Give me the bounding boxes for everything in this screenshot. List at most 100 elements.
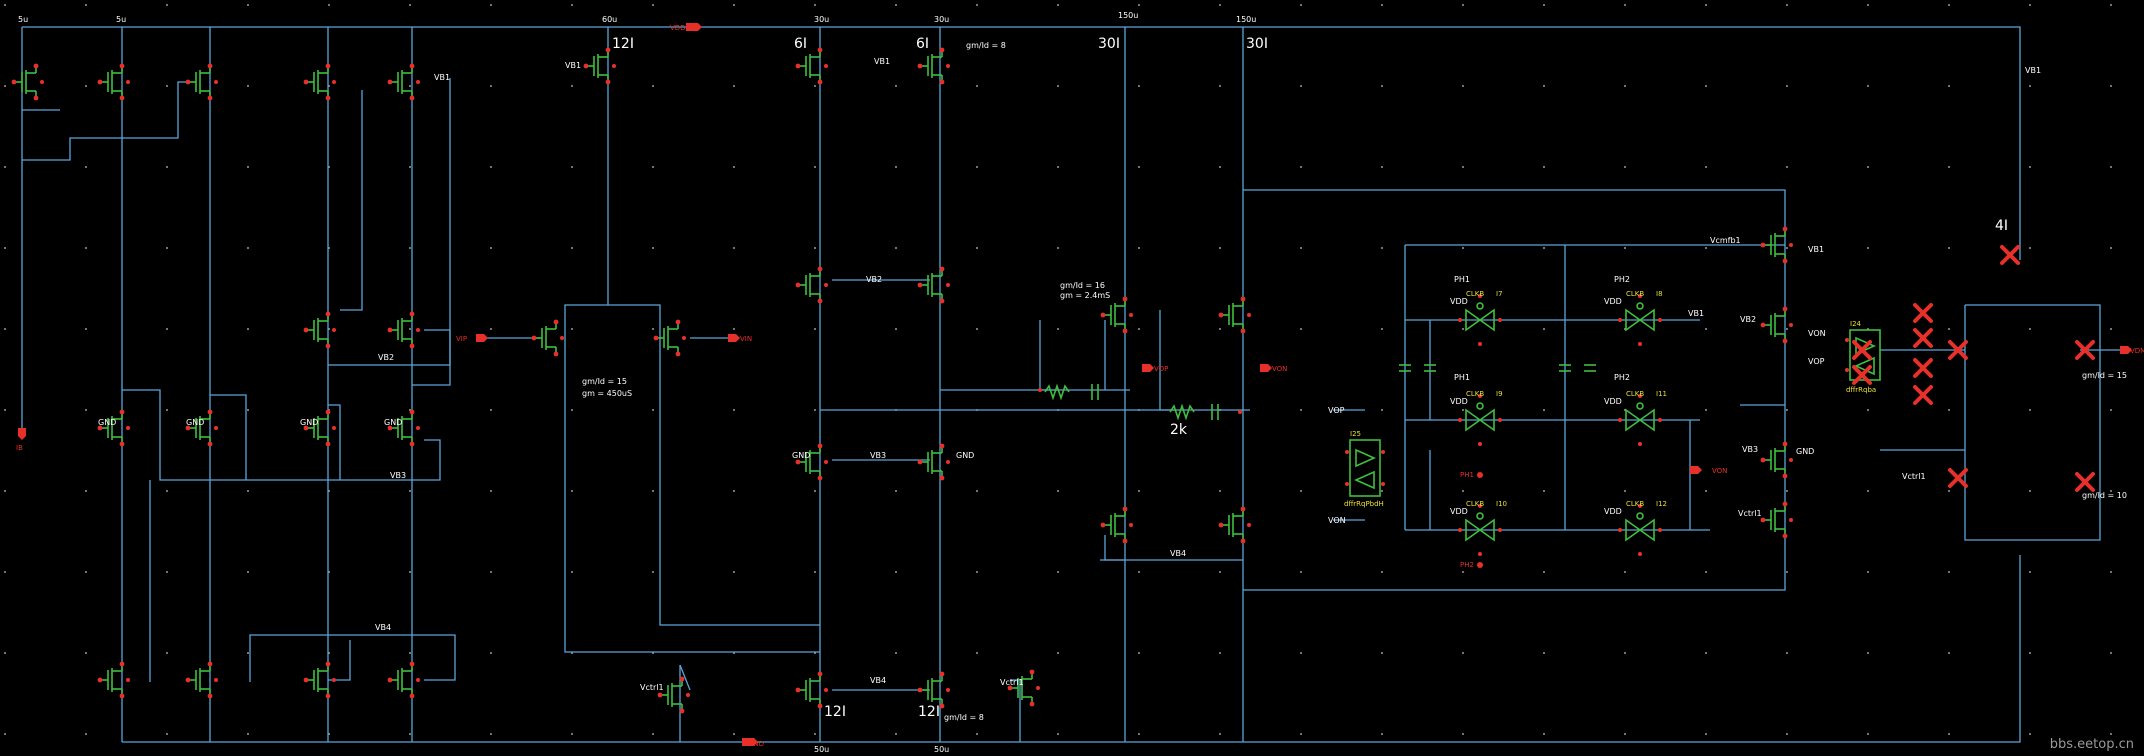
net-vb2-a: VB2 xyxy=(378,353,394,362)
net-vop: VOP xyxy=(1154,365,1168,373)
net-labels: VDD GND VIP VIN VOP VON VON IB VDM PH1 P… xyxy=(16,24,2144,748)
clkb-3: CLKB xyxy=(1466,390,1484,398)
net-von-c: VON xyxy=(1808,329,1826,338)
net-vb4-b: VB4 xyxy=(870,676,886,685)
anno-gmid-8-bot: gm/Id = 8 xyxy=(944,713,984,722)
switch-i11: I11 xyxy=(1656,390,1667,398)
mult-12i-bot-b: 12I xyxy=(918,704,940,720)
net-vb3-b: VB3 xyxy=(870,451,886,460)
net-vb1-d: VB1 xyxy=(2025,66,2041,75)
current-label-50u-b: 50u xyxy=(934,745,949,754)
current-label-5u-b: 5u xyxy=(116,15,126,24)
clkb-4: CLKB xyxy=(1626,390,1644,398)
net-gnd-c: GND xyxy=(300,418,318,427)
current-label-50u-a: 50u xyxy=(814,745,829,754)
net-vb1-e: VB1 xyxy=(1688,309,1704,318)
block-inv-name: dffrRqPbdH xyxy=(1344,500,1384,508)
net-vctrl1-c: Vctrl1 xyxy=(1738,509,1762,518)
block-inv-name2: dffrRqba xyxy=(1846,386,1876,394)
net-vcmfb1: Vcmfb1 xyxy=(1710,236,1741,245)
wires xyxy=(21,26,2120,743)
net-von-b: VON xyxy=(1328,516,1346,525)
net-vb3-c: VB3 xyxy=(1742,445,1758,454)
net-gnd-d: GND xyxy=(384,418,402,427)
anno-gm-450us: gm = 450uS xyxy=(582,389,632,398)
net-ph1-sw1: PH1 xyxy=(1454,275,1470,284)
current-label-5u-a: 5u xyxy=(18,15,28,24)
net-vb2-b: VB2 xyxy=(866,275,882,284)
switched-caps xyxy=(1399,364,1596,372)
clkb-5: CLKB xyxy=(1466,500,1484,508)
net-vb3-a: VB3 xyxy=(390,471,406,480)
net-ph2: PH2 xyxy=(1460,561,1474,569)
current-labels: 5u 5u 60u 30u 30u 150u 150u 50u 50u xyxy=(18,11,1256,754)
anno-gmid-16: gm/Id = 16 xyxy=(1060,281,1105,290)
switch-i8: I8 xyxy=(1656,290,1663,298)
buffer-blocks xyxy=(1345,329,1881,497)
net-pins xyxy=(18,23,2132,746)
anno-gmid-10-r: gm/Id = 10 xyxy=(2082,491,2127,500)
net-vdd-sw2: VDD xyxy=(1450,397,1468,406)
block-i25: I25 xyxy=(1350,430,1361,438)
net-vdd-sw3: VDD xyxy=(1450,507,1468,516)
net-vop-b: VOP xyxy=(1328,406,1345,415)
current-label-30u-a: 30u xyxy=(814,15,829,24)
net-vb1-a: VB1 xyxy=(565,61,581,70)
net-vip: VIP xyxy=(456,335,467,343)
net-vdd-sw6: VDD xyxy=(1604,507,1622,516)
mult-12i-bot-a: 12I xyxy=(824,704,846,720)
net-vb4-a: VB4 xyxy=(375,623,391,632)
clkb-1: CLKB xyxy=(1466,290,1484,298)
net-vctrl1-a: Vctrl1 xyxy=(640,683,664,692)
net-gnd-e: GND xyxy=(792,451,810,460)
net-ph2-sw5: PH2 xyxy=(1614,373,1630,382)
clkb-6: CLKB xyxy=(1626,500,1644,508)
net-vdd-sw5: VDD xyxy=(1604,397,1622,406)
anno-res-2k: 2k xyxy=(1170,422,1188,438)
mult-4i: 4I xyxy=(1995,218,2008,234)
net-gnd-b: GND xyxy=(186,418,204,427)
net-vb2-c: VB2 xyxy=(1740,315,1756,324)
mult-6i-a: 6I xyxy=(794,36,807,52)
net-von-out: VON xyxy=(1712,467,1727,475)
net-von: VON xyxy=(1272,365,1287,373)
switch-i12: I12 xyxy=(1656,500,1667,508)
net-gnd: GND xyxy=(748,740,764,748)
current-label-60u: 60u xyxy=(602,15,617,24)
net-vb1-f: VB1 xyxy=(1808,245,1824,254)
mult-30i-a: 30I xyxy=(1098,36,1120,52)
mult-6i-b: 6I xyxy=(916,36,929,52)
net-vdd-sw4: VDD xyxy=(1604,297,1622,306)
net-ph1: PH1 xyxy=(1460,471,1474,479)
mult-12i-top: 12I xyxy=(612,36,634,52)
anno-gmid-8-top: gm/Id = 8 xyxy=(966,41,1006,50)
current-label-150u-b: 150u xyxy=(1236,15,1256,24)
rc-compensation xyxy=(1038,383,1242,421)
net-vop-c: VOP xyxy=(1808,357,1825,366)
design-annotations: gm/Id = 15 gm = 450uS gm/Id = 8 gm/Id = … xyxy=(582,41,2127,722)
net-ph2-sw4: PH2 xyxy=(1614,275,1630,284)
transmission-gates xyxy=(1458,294,1662,556)
net-vin: VIN xyxy=(740,335,752,343)
switch-i10: I10 xyxy=(1496,500,1507,508)
current-label-30u-b: 30u xyxy=(934,15,949,24)
net-ib: IB xyxy=(16,444,23,452)
net-vb1-c: VB1 xyxy=(874,57,890,66)
multiplier-labels: 12I 6I 6I 30I 30I 12I 12I 4I xyxy=(612,36,2008,720)
mult-30i-b: 30I xyxy=(1246,36,1268,52)
net-vdd-sw1: VDD xyxy=(1450,297,1468,306)
net-vb4-c: VB4 xyxy=(1170,549,1186,558)
switch-labels: CLKB I7 CLKB I8 CLKB I9 CLKB I11 CLKB I1… xyxy=(1344,290,1876,508)
net-vdd: VDD xyxy=(670,24,686,32)
net-vctrl1-b: Vctrl1 xyxy=(1000,678,1024,687)
net-gnd-a: GND xyxy=(98,418,116,427)
net-vctrl1-d: Vctrl1 xyxy=(1902,472,1926,481)
net-gnd-f: GND xyxy=(956,451,974,460)
net-vb1-b: VB1 xyxy=(434,73,450,82)
switch-i7: I7 xyxy=(1496,290,1503,298)
current-label-150u-a: 150u xyxy=(1118,11,1138,20)
net-gnd-g: GND xyxy=(1796,447,1814,456)
block-i24: I24 xyxy=(1850,320,1862,328)
